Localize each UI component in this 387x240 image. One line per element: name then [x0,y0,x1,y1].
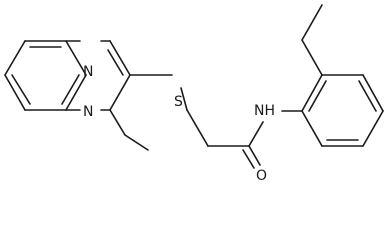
bond-s-down [180,87,188,111]
bond-ethyl-2 [301,4,323,41]
atom-sulfur: S [174,94,183,110]
bond-benzo-3-inner [61,74,80,105]
benzo-ring [4,40,87,111]
bond-pyr-4 [109,74,131,111]
atom-nh: NH [254,103,275,119]
bond-ph-4 [362,110,384,147]
bond-benzo-6 [4,40,26,76]
bond-benzo-3 [65,74,87,111]
amide-group [207,121,264,169]
pyrazine-ring [65,40,149,151]
bond-benzo-2 [65,40,87,76]
bond-c-n [248,121,264,147]
atom-oxygen: O [256,168,267,184]
bond-benzo-5 [4,74,26,111]
atom-n-lower: N [83,104,93,120]
bond-pyr-5 [109,109,126,136]
structure-canvas: N N S NH O [4,4,384,184]
bond-benzo-5-inner [11,74,31,105]
bond-ph-1-inner [308,80,327,112]
bond-ethyl-1 [301,39,323,76]
bond-ph-3-inner [358,80,377,112]
bond-c-o-1 [248,145,261,166]
bond-ph-6 [301,110,323,147]
atom-n-upper: N [83,64,93,80]
bond-c-o-2 [242,149,255,169]
bond-methyl [124,134,149,151]
bond-ph-3 [362,74,384,112]
ethyl-group [301,4,323,76]
bond-pyr-3 [109,40,131,76]
bond-ph-1 [301,74,323,112]
bond-s-ch2 [186,109,209,147]
thioether-linker [129,74,209,147]
phenyl-ring [281,74,384,147]
molecule-drawing: N N S NH O [4,4,384,184]
bond-pyr-3-inner [107,49,124,76]
